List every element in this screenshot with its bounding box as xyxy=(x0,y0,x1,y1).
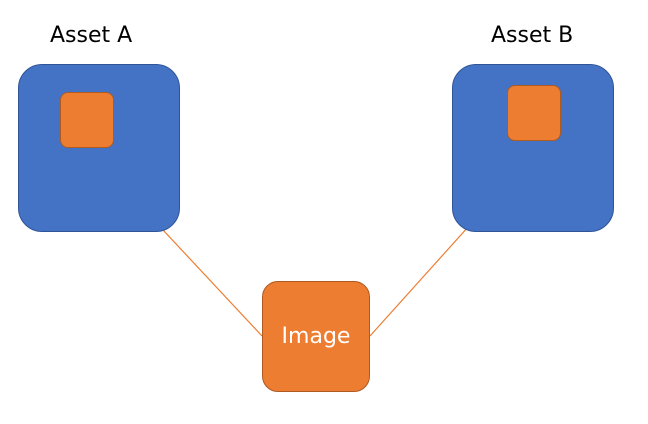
asset-a-box xyxy=(18,64,180,232)
image-box: Image xyxy=(262,281,370,392)
image-label: Image xyxy=(281,324,351,349)
asset-b-title: Asset B xyxy=(491,23,574,48)
asset-a-title: Asset A xyxy=(50,23,133,48)
asset-b-box xyxy=(452,64,614,232)
asset-b-inner-image xyxy=(507,85,561,141)
asset-a-inner-image xyxy=(60,92,114,148)
